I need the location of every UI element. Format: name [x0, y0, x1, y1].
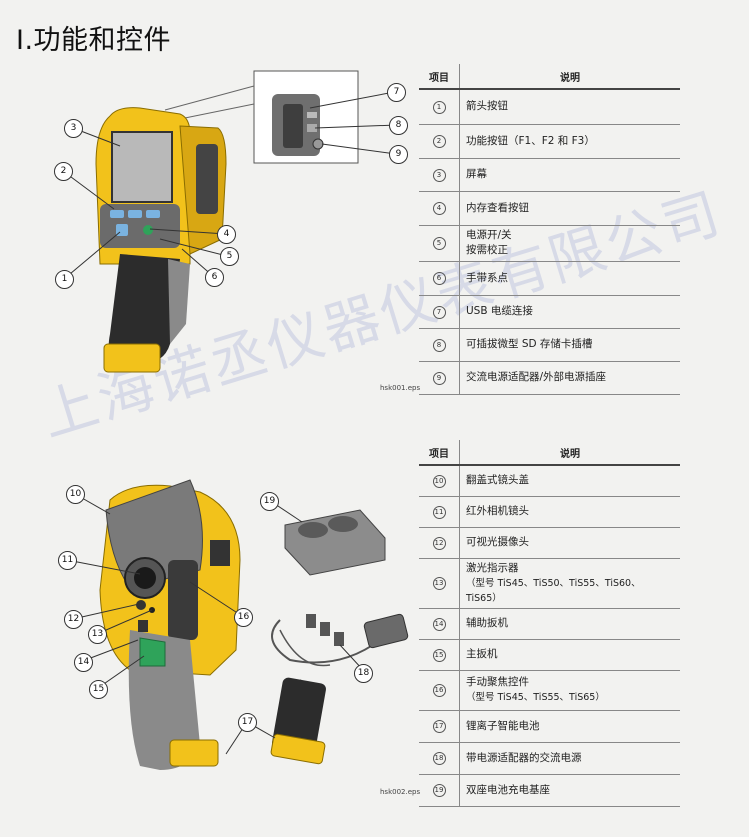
item-description: 带电源适配器的交流电源 [459, 742, 680, 775]
item-number: 4 [432, 202, 446, 215]
table-row: 17 锂离子智能电池 [419, 710, 680, 743]
callout-4: 4 [217, 225, 236, 244]
camera-rear-figure: 10 11 12 13 14 15 16 17 18 19 hsk002.eps [40, 470, 420, 810]
item-number: 2 [432, 135, 446, 148]
table-row: 18 带电源适配器的交流电源 [419, 742, 680, 775]
item-description: 锂离子智能电池 [459, 710, 680, 743]
item-number: 7 [432, 305, 446, 319]
item-note: （型号 TiS45、TiS55、TiS65） [466, 692, 605, 703]
table-row: 3 屏幕 [419, 158, 680, 192]
item-number: 13 [432, 577, 446, 590]
page-title: I.功能和控件 [16, 25, 172, 56]
callout-13: 13 [88, 625, 107, 644]
item-description: 激光指示器 [466, 561, 519, 574]
item-note: （型号 TiS45、TiS50、TiS55、TiS60、 TiS65） [466, 577, 641, 604]
table-row: 13 激光指示器 （型号 TiS45、TiS50、TiS55、TiS60、 TiS6… [419, 558, 680, 609]
item-description: 可视光摄像头 [459, 527, 680, 559]
item-number: 3 [432, 168, 446, 182]
item-description: 手带系点 [459, 261, 680, 296]
table-row: 7 USB 电缆连接 [419, 295, 680, 329]
callout-14: 14 [74, 653, 93, 672]
table-row: 8 可插拔微型 SD 存储卡插槽 [419, 328, 680, 362]
table-row: 15 主扳机 [419, 639, 680, 671]
callout-17: 17 [238, 713, 257, 732]
callout-7: 7 [387, 83, 406, 102]
item-description: 电源开/关 按需校正 [459, 225, 680, 262]
item-number: 9 [432, 371, 446, 385]
callout-10: 10 [66, 485, 85, 504]
item-number: 18 [432, 752, 446, 765]
table-row: 16 手动聚焦控件 （型号 TiS45、TiS55、TiS65） [419, 670, 680, 711]
callout-11: 11 [58, 551, 77, 570]
table-row: 2 功能按钮（F1、F2 和 F3） [419, 124, 680, 159]
item-description: 功能按钮（F1、F2 和 F3） [459, 124, 680, 159]
callout-3: 3 [64, 119, 83, 138]
table-row: 9 交流电源适配器/外部电源插座 [419, 361, 680, 395]
item-number: 6 [432, 272, 446, 285]
item-description: 屏幕 [459, 158, 680, 192]
table-row: 14 辅助扳机 [419, 608, 680, 640]
camera-front-illustration [62, 70, 398, 373]
item-number: 12 [432, 536, 446, 550]
col-desc-header: 说明 [459, 440, 680, 466]
item-description: 可插拔微型 SD 存储卡插槽 [459, 328, 680, 362]
item-number: 19 [432, 784, 446, 797]
table-row: 4 内存查看按钮 [419, 191, 680, 226]
table-row: 10 翻盖式镜头盖 [419, 465, 680, 497]
callout-5: 5 [220, 247, 239, 266]
camera-front-figure: 3 2 1 4 5 6 7 8 9 hsk001.eps [40, 64, 420, 404]
item-description: 翻盖式镜头盖 [459, 465, 680, 497]
table-row: 11 红外相机镜头 [419, 496, 680, 528]
callout-16: 16 [234, 608, 253, 627]
figure1-filename: hsk001.eps [380, 384, 421, 392]
table-row: 12 可视光摄像头 [419, 527, 680, 559]
callout-1: 1 [55, 270, 74, 289]
camera-rear-illustration [66, 479, 409, 770]
col-item-header: 项目 [419, 64, 460, 90]
col-item-header: 项目 [419, 440, 460, 466]
table-row: 1 箭头按钮 [419, 89, 680, 125]
item-number: 15 [432, 648, 446, 662]
callout-6: 6 [205, 268, 224, 287]
callout-2: 2 [54, 162, 73, 181]
item-description: 内存查看按钮 [459, 191, 680, 226]
item-number: 5 [432, 237, 446, 250]
item-number: 10 [432, 474, 446, 488]
item-number: 1 [432, 100, 446, 114]
item-description: 箭头按钮 [459, 89, 680, 125]
item-number: 17 [432, 720, 446, 733]
callout-12: 12 [64, 610, 83, 629]
table-row: 19 双座电池充电基座 [419, 774, 680, 807]
item-description: USB 电缆连接 [459, 295, 680, 329]
item-description: 辅助扳机 [459, 608, 680, 640]
col-desc-header: 说明 [459, 64, 680, 90]
item-description: 交流电源适配器/外部电源插座 [459, 361, 680, 395]
item-description: 手动聚焦控件 [466, 676, 529, 688]
item-number: 16 [432, 684, 446, 697]
controls-table-2: 项目 说明 10 翻盖式镜头盖 11 红外相机镜头 12 可视光摄像头 13 激光指示器… [419, 440, 680, 807]
callout-8: 8 [389, 116, 408, 135]
table-row: 6 手带系点 [419, 261, 680, 296]
callout-19: 19 [260, 492, 279, 511]
controls-table-1: 项目 说明 1 箭头按钮 2 功能按钮（F1、F2 和 F3） 3 屏幕 4 内存查看按… [419, 64, 680, 395]
item-description: 红外相机镜头 [459, 496, 680, 528]
item-number: 14 [432, 617, 446, 631]
item-number: 8 [432, 338, 446, 352]
item-number: 11 [432, 505, 446, 519]
item-description: 主扳机 [459, 639, 680, 671]
callout-18: 18 [354, 664, 373, 683]
callout-9: 9 [389, 145, 408, 164]
callout-15: 15 [89, 680, 108, 699]
figure2-filename: hsk002.eps [380, 788, 421, 796]
table-row: 5 电源开/关 按需校正 [419, 225, 680, 262]
item-description: 双座电池充电基座 [459, 774, 680, 807]
